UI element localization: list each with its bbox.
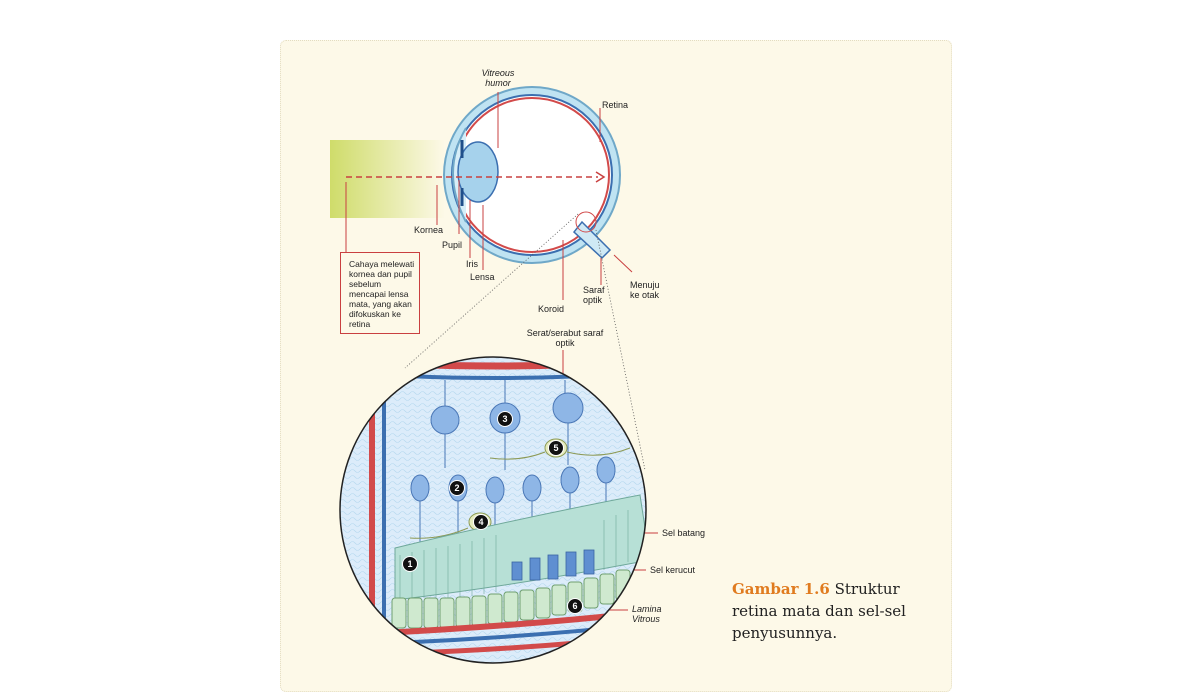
label-lamina-vitrous: Lamina Vitrous <box>632 604 662 624</box>
label-koroid: Koroid <box>538 304 565 314</box>
label-sel-kerucut: Sel kerucut <box>650 565 696 575</box>
light-path-callout: Cahaya melewati kornea dan pupil sebelum… <box>340 252 420 334</box>
eye-retina-diagram <box>330 86 658 664</box>
optic-nerve <box>572 211 612 260</box>
light-beam <box>330 140 445 218</box>
retina-magnified <box>340 357 646 663</box>
photoreceptor-layer <box>394 494 646 601</box>
badge-4: 4 <box>473 514 489 530</box>
badge-1: 1 <box>402 556 418 572</box>
label-retina: Retina <box>602 100 629 110</box>
label-serat-saraf: Serat/serabut saraf optik <box>526 328 604 348</box>
label-saraf-optik: Saraf optik <box>583 285 605 305</box>
label-vitreous-humor: Vitreous humor <box>481 68 515 88</box>
retina-circle-outline <box>339 356 647 664</box>
badge-2: 2 <box>449 480 465 496</box>
label-menuju-ke-otak: Menuju ke otak <box>630 280 660 300</box>
label-pupil: Pupil <box>442 240 463 250</box>
badge-3: 3 <box>497 411 513 427</box>
label-lensa: Lensa <box>470 272 495 282</box>
label-iris: Iris <box>466 259 478 269</box>
label-sel-batang: Sel batang <box>662 528 706 538</box>
caption-number: Gambar 1.6 <box>732 580 830 598</box>
figure-caption: Gambar 1.6 Struktur retina mata dan sel-… <box>732 578 922 644</box>
pigment-epithelium <box>391 569 631 629</box>
badge-6: 6 <box>567 598 583 614</box>
label-kornea: Kornea <box>414 225 444 235</box>
caption-text: Struktur retina mata dan sel-sel penyusu… <box>732 580 906 642</box>
badge-5: 5 <box>548 440 564 456</box>
